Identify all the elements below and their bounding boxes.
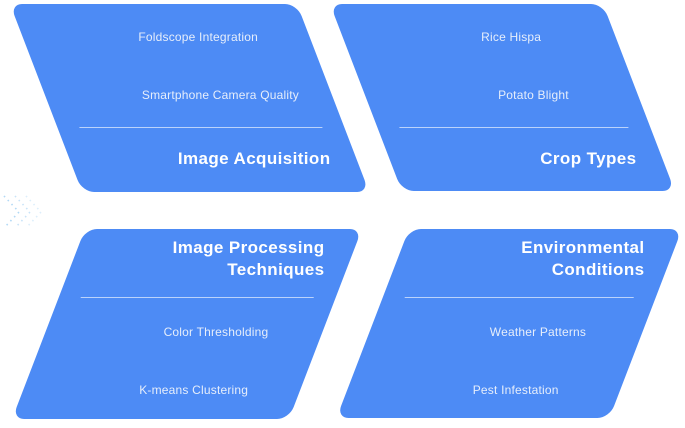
card-item: Weather Patterns: [489, 325, 587, 339]
divider-line: [79, 127, 323, 128]
dotted-chevron-pattern: [3, 195, 43, 229]
card-item: Rice Hispa: [481, 30, 542, 44]
divider-line: [399, 127, 629, 128]
card-item: Smartphone Camera Quality: [141, 88, 299, 102]
card-environmental-conditions[interactable]: Environmental Conditions Weather Pattern…: [336, 229, 682, 418]
card-title: Image Processing Techniques: [172, 238, 325, 279]
card-item: Pest Infestation: [472, 383, 559, 397]
card-crop-types[interactable]: Rice Hispa Potato Blight Crop Types: [330, 4, 675, 191]
card-item: Color Thresholding: [163, 325, 269, 339]
card-title: Environmental Conditions: [521, 238, 645, 279]
divider-line: [404, 297, 634, 298]
card-title: Image Acquisition: [177, 149, 331, 168]
divider-line: [80, 297, 314, 298]
card-title: Crop Types: [540, 149, 637, 168]
card-item: Potato Blight: [498, 88, 569, 102]
card-image-processing-techniques[interactable]: Image Processing Techniques Color Thresh…: [12, 229, 363, 419]
card-item: K-means Clustering: [139, 383, 249, 397]
card-image-acquisition[interactable]: Foldscope Integration Smartphone Camera …: [10, 4, 370, 192]
card-item: Foldscope Integration: [138, 30, 258, 44]
